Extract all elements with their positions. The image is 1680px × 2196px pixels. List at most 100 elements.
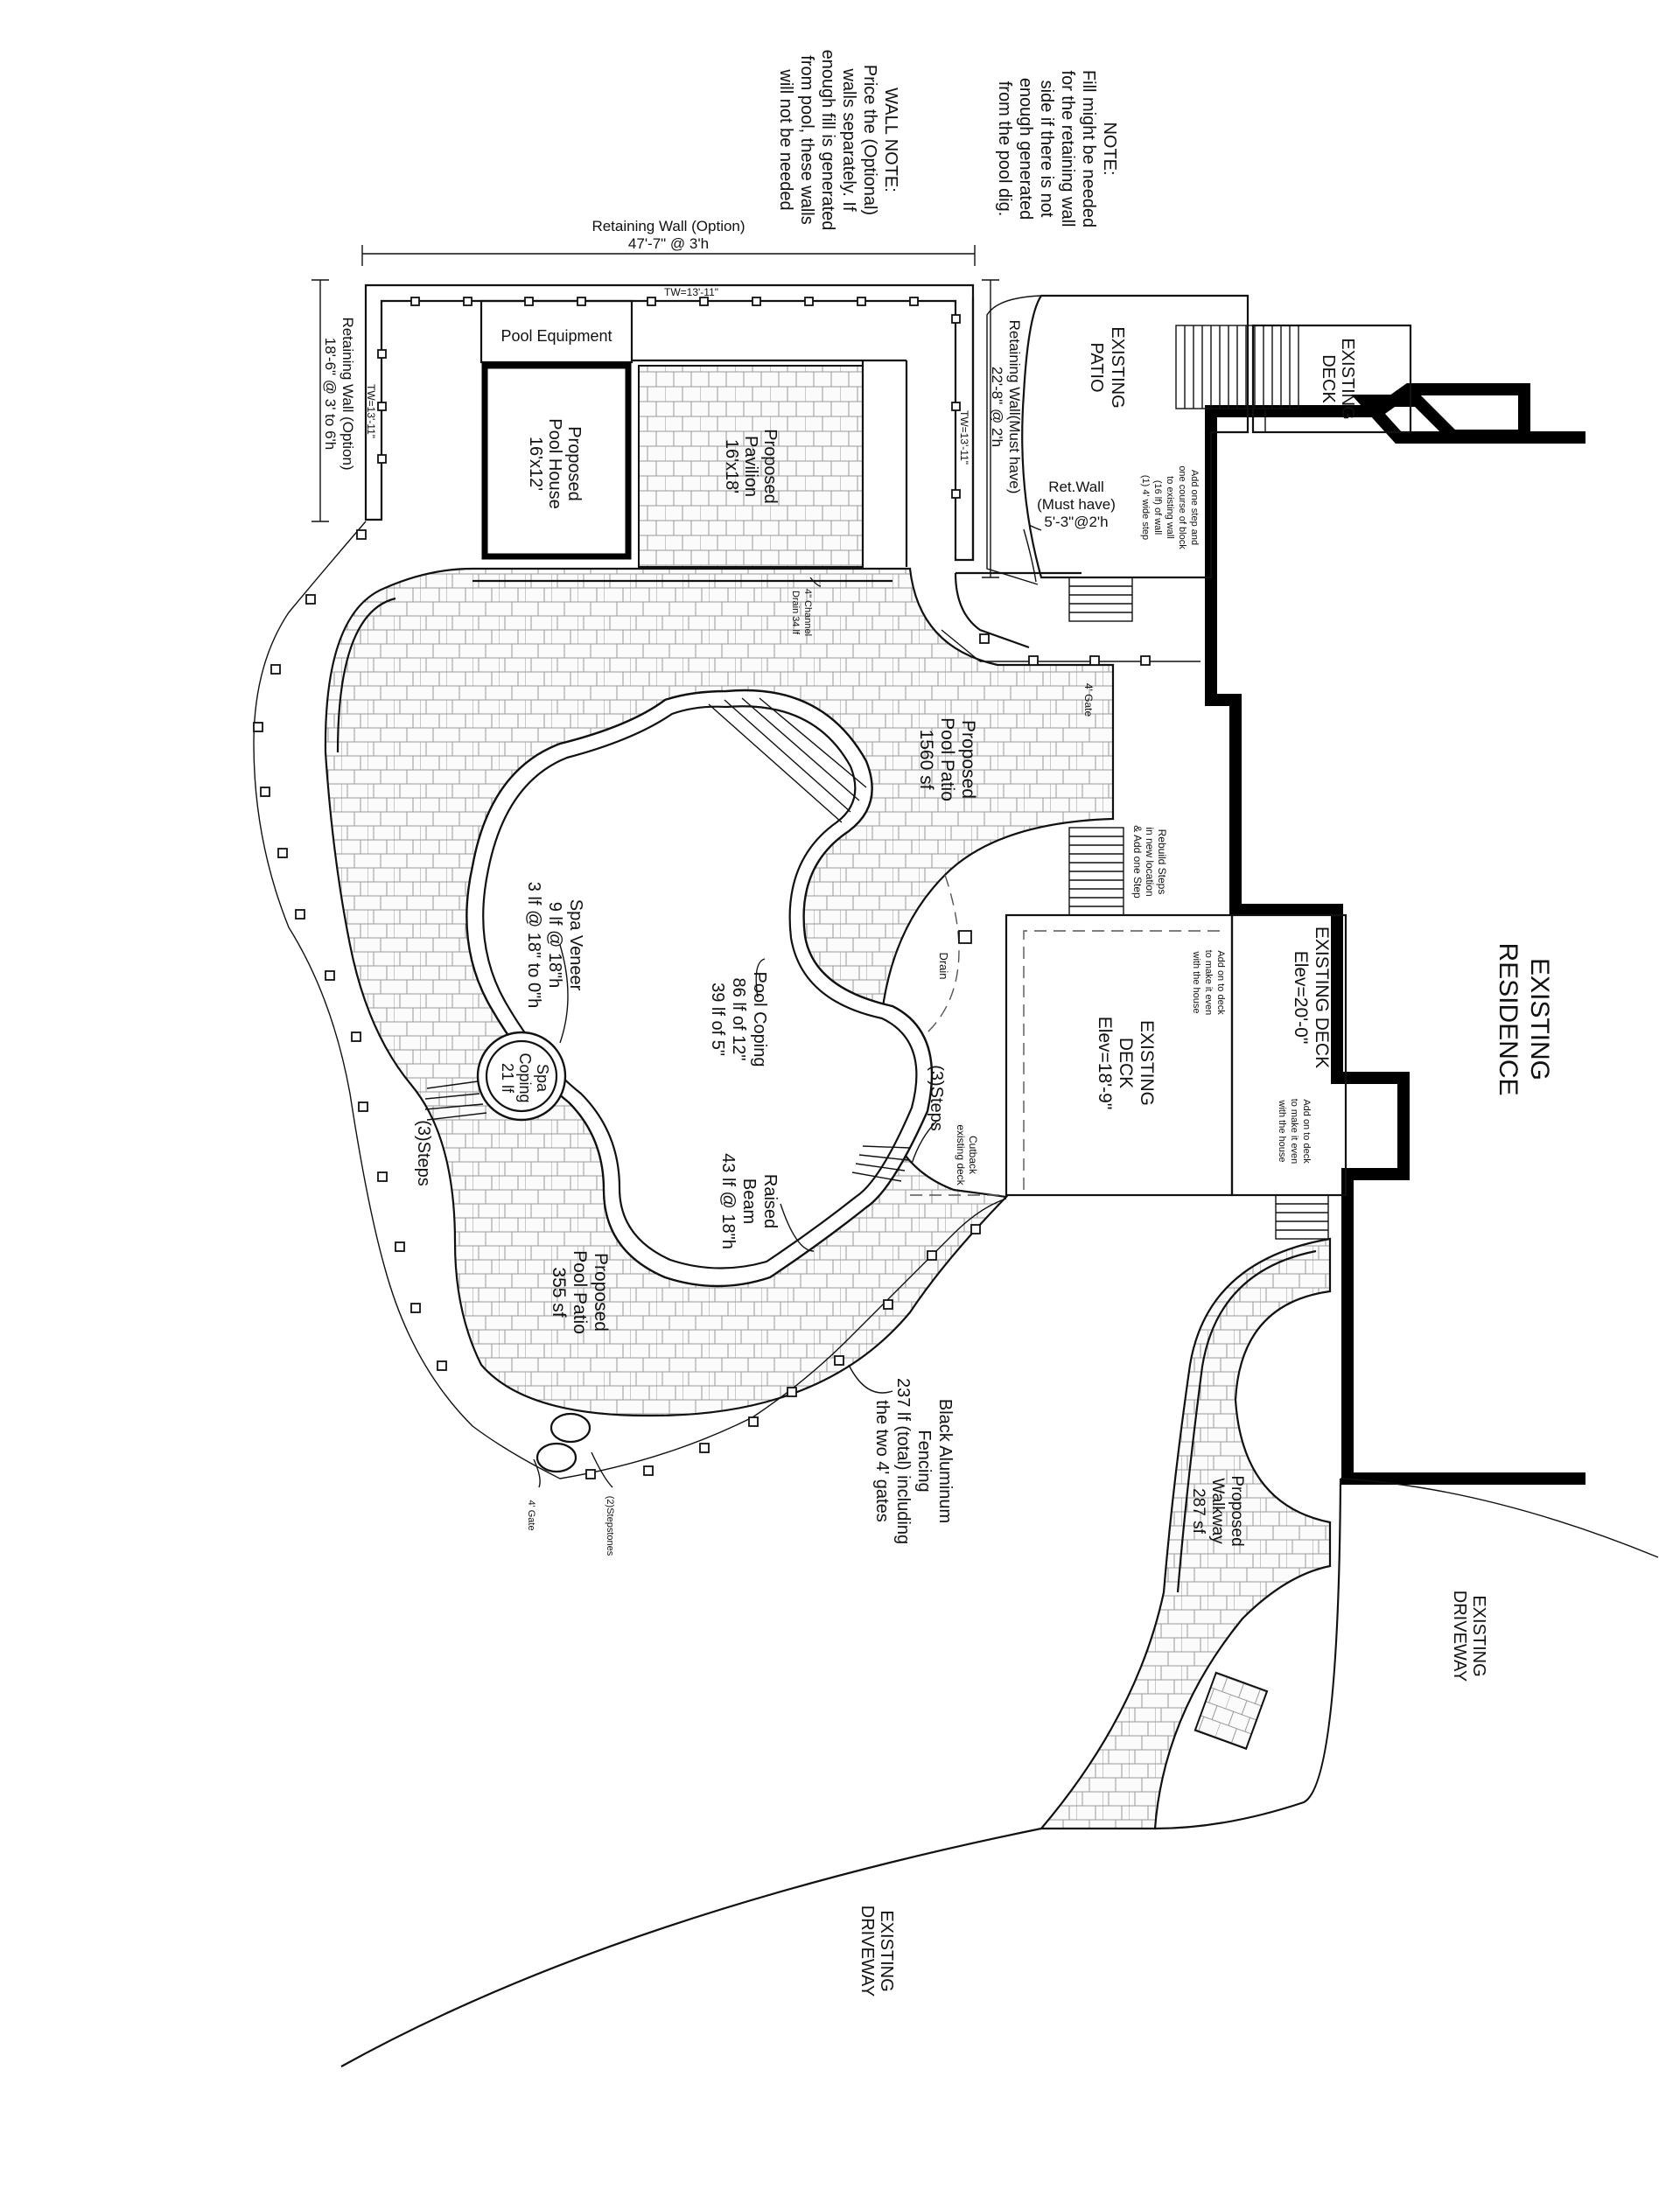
- svg-text:EXISTING: EXISTING: [1108, 326, 1127, 408]
- label-add-deck-a: Add on to deck to make it even with the …: [1191, 950, 1226, 1016]
- svg-text:1560 sf: 1560 sf: [916, 730, 936, 790]
- pool-coping-inner: [482, 705, 918, 1269]
- svg-text:from the pool dig.: from the pool dig.: [995, 81, 1014, 217]
- fence-posts: [253, 529, 1151, 1479]
- svg-text:DRIVEWAY: DRIVEWAY: [858, 1906, 877, 1997]
- svg-text:will not be needed: will not be needed: [776, 68, 795, 210]
- svg-text:Raised: Raised: [760, 1174, 780, 1228]
- retaining-wall-posts: [377, 297, 961, 499]
- driveway-edge-lower: [1154, 1478, 1342, 1830]
- svg-text:walls separately. If: walls separately. If: [839, 67, 858, 211]
- label-cutback: Cutback existing deck: [955, 1124, 979, 1185]
- leader-lines: [533, 524, 1042, 1488]
- deck-upper-stairs: [1175, 325, 1299, 409]
- dimension-right: [982, 279, 999, 578]
- patio-curve-wall: [986, 295, 1042, 585]
- svg-text:enough fill is generated: enough fill is generated: [818, 50, 837, 231]
- label-drain: Drain: [937, 952, 950, 979]
- svg-text:Proposed: Proposed: [958, 720, 978, 799]
- svg-text:WALL NOTE:: WALL NOTE:: [881, 87, 900, 192]
- svg-text:EXISTING: EXISTING: [1469, 1595, 1488, 1676]
- svg-text:from pool, these walls: from pool, these walls: [797, 55, 816, 224]
- label-existing-driveway-right: EXISTING DRIVEWAY: [1450, 1591, 1488, 1682]
- label-rebuild-steps: Rebuild Steps in new location & Add one …: [1131, 825, 1168, 899]
- ret-wall-must-have: [1023, 528, 1037, 583]
- svg-text:EXISTING: EXISTING: [877, 1910, 896, 1991]
- svg-text:the two 4' gates: the two 4' gates: [872, 1400, 892, 1521]
- svg-text:43 lf @ 18"h: 43 lf @ 18"h: [718, 1153, 738, 1249]
- svg-text:21 lf: 21 lf: [499, 1063, 516, 1094]
- label-existing-deck-upper: EXISTING DECK: [1319, 338, 1357, 419]
- svg-text:Proposed: Proposed: [591, 1253, 611, 1332]
- svg-text:(Must have): (Must have): [1037, 496, 1116, 513]
- svg-text:Add on to deck: Add on to deck: [1301, 1099, 1312, 1164]
- label-spa-veneer: Spa Veneer 9 lf @ 18"h 3 lf @ 18" to 0"h: [524, 882, 585, 1009]
- svg-text:(16 lf) of wall: (16 lf) of wall: [1152, 480, 1163, 535]
- svg-text:enough generated: enough generated: [1016, 78, 1035, 220]
- walkway-inner-edge: [1176, 1249, 1317, 1593]
- pool-patio-outer-edge: [336, 579, 892, 753]
- label-existing-driveway-bottom: EXISTING DRIVEWAY: [858, 1906, 896, 1997]
- svg-text:to existing wall: to existing wall: [1165, 476, 1175, 539]
- label-add-deck-b: Add on to deck to make it even with the …: [1277, 1099, 1312, 1164]
- svg-text:355 sf: 355 sf: [549, 1267, 569, 1317]
- svg-text:16'x18': 16'x18': [722, 439, 741, 493]
- svg-text:with the house: with the house: [1191, 951, 1201, 1014]
- label-gate-bottom: 4' Gate: [526, 1500, 536, 1530]
- svg-text:Pool Patio: Pool Patio: [570, 1250, 590, 1334]
- svg-text:DECK: DECK: [1319, 354, 1338, 403]
- svg-text:237 lf (total) including: 237 lf (total) including: [893, 1378, 913, 1544]
- deck-cutback-line: [910, 874, 1220, 1196]
- label-pavilion: Proposed Pavilion 16'x18': [722, 429, 780, 504]
- label-tw-top: TW=13'-11": [664, 286, 718, 298]
- svg-text:39 lf of 5": 39 lf of 5": [708, 983, 727, 1056]
- label-pool-coping: Pool Coping 86 lf of 12" 39 lf of 5": [708, 972, 769, 1067]
- svg-text:PATIO: PATIO: [1087, 342, 1106, 392]
- dimension-top: [361, 245, 976, 266]
- svg-text:Retaining Wall(Must have): Retaining Wall(Must have): [1006, 320, 1023, 494]
- pool-equipment-pad: [480, 299, 634, 364]
- label-spa-coping: Spa Coping 21 lf: [499, 1053, 551, 1102]
- walkway: [1039, 1237, 1332, 1830]
- svg-text:Beam: Beam: [739, 1178, 759, 1224]
- driveway-curve: [340, 1827, 1042, 2067]
- pool-steps-right: [851, 1145, 911, 1182]
- svg-text:287 sf: 287 sf: [1189, 1488, 1208, 1534]
- svg-text:Fencing: Fencing: [914, 1430, 934, 1492]
- svg-text:5'-3"@2'h: 5'-3"@2'h: [1044, 514, 1108, 530]
- svg-text:18'-6" @ 3' to 6'h: 18'-6" @ 3' to 6'h: [322, 338, 339, 451]
- svg-text:in new location: in new location: [1144, 827, 1156, 896]
- svg-text:Pool Patio: Pool Patio: [937, 717, 957, 801]
- driveway-edge-right: [1340, 1478, 1659, 1558]
- svg-text:EXISTING: EXISTING: [1525, 958, 1554, 1081]
- svg-text:Spa: Spa: [534, 1064, 551, 1093]
- svg-text:Black Aluminum: Black Aluminum: [935, 1399, 955, 1523]
- dimension-left: [312, 279, 329, 522]
- svg-text:Rebuild Steps: Rebuild Steps: [1156, 829, 1168, 895]
- label-retaining-wall-option-left: Retaining Wall (Option) 18'-6" @ 3' to 6…: [322, 317, 356, 470]
- svg-text:Add on to deck: Add on to deck: [1215, 950, 1226, 1015]
- svg-text:22'-8" @ 2'h: 22'-8" @ 2'h: [989, 367, 1005, 447]
- existing-patio: [1021, 294, 1250, 579]
- label-fencing: Black Aluminum Fencing 237 lf (total) in…: [872, 1378, 955, 1544]
- svg-text:Retaining Wall (Option): Retaining Wall (Option): [592, 218, 745, 234]
- label-ret-wall-must: Ret.Wall (Must have) 5'-3"@2'h: [1037, 479, 1116, 530]
- svg-text:Proposed: Proposed: [1228, 1475, 1246, 1546]
- label-steps-pool: (3)Steps: [927, 1065, 946, 1131]
- svg-text:9 lf @ 18"h: 9 lf @ 18"h: [545, 902, 564, 989]
- existing-deck-upper: [1251, 324, 1412, 434]
- svg-text:Drain 34 lf: Drain 34 lf: [790, 591, 801, 635]
- svg-text:Fill might be needed: Fill might be needed: [1079, 70, 1098, 227]
- label-pool-equipment: Pool Equipment: [500, 327, 612, 345]
- svg-text:Coping: Coping: [516, 1053, 534, 1102]
- label-existing-patio: EXISTING PATIO: [1087, 326, 1127, 408]
- patio-steps: [1068, 577, 1133, 622]
- spa-steps: [424, 1081, 487, 1121]
- label-pool-patio-main: Proposed Pool Patio 1560 sf: [916, 717, 978, 801]
- svg-text:for the retaining wall: for the retaining wall: [1058, 71, 1077, 227]
- pool-steps-diagonal: [708, 697, 867, 823]
- svg-text:Elev=20'-0": Elev=20'-0": [1291, 951, 1311, 1045]
- svg-text:EXISTING: EXISTING: [1338, 338, 1357, 419]
- svg-text:RESIDENCE: RESIDENCE: [1494, 942, 1522, 1095]
- svg-text:Elev=18'-9": Elev=18'-9": [1095, 1017, 1115, 1110]
